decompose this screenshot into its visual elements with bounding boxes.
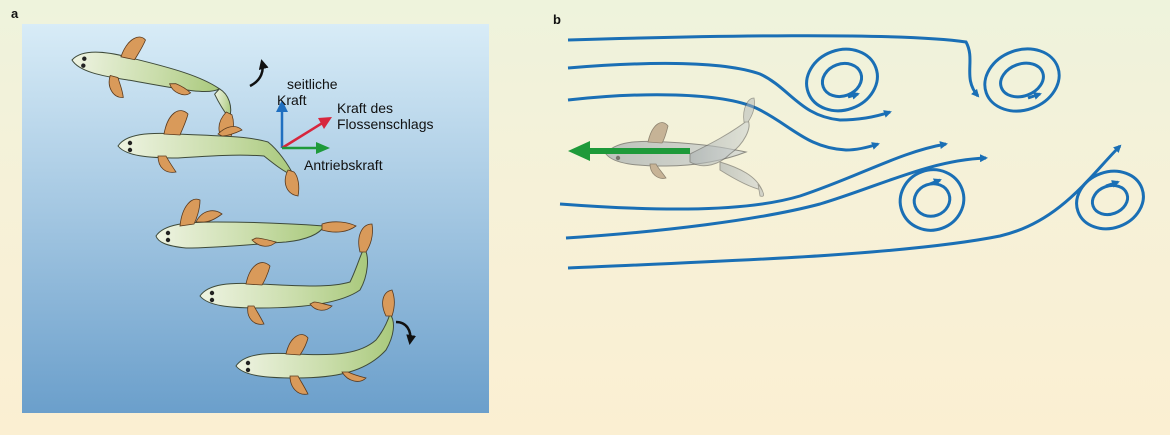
streamline	[559, 141, 948, 211]
curved-arrow-icon	[395, 320, 417, 345]
streamline	[567, 61, 892, 122]
stroke-force-label: Kraft des Flossenschlags	[337, 100, 434, 132]
panel-label-b: b	[553, 12, 561, 27]
streamline	[567, 34, 980, 98]
fish-icon	[199, 223, 373, 325]
vortex-icon	[983, 47, 1061, 113]
water-background	[22, 24, 489, 413]
fish-icon	[235, 289, 395, 395]
fish-icon	[117, 110, 300, 197]
vortex-icon	[805, 47, 879, 113]
lateral-force-label: seitliche Kraft	[277, 76, 341, 108]
curved-arrow-icon	[249, 59, 269, 88]
fish-icon	[605, 97, 764, 197]
force-vector-diagram	[276, 100, 332, 154]
vortex-icon	[898, 168, 966, 232]
panel-label-a: a	[11, 6, 19, 21]
lateral-force-label-line2: Kraft	[277, 92, 307, 108]
streamline	[567, 93, 880, 152]
vortex-icon	[1075, 169, 1145, 231]
swim-direction-arrow	[568, 141, 690, 161]
stroke-force-arrow	[281, 120, 325, 150]
fish-icon	[155, 198, 357, 249]
fish-icon	[71, 36, 234, 144]
lateral-force-label-line1: seitliche	[287, 76, 338, 92]
streamline	[565, 154, 988, 240]
streamlines	[559, 34, 1122, 270]
thrust-label: Antriebskraft	[304, 157, 383, 173]
